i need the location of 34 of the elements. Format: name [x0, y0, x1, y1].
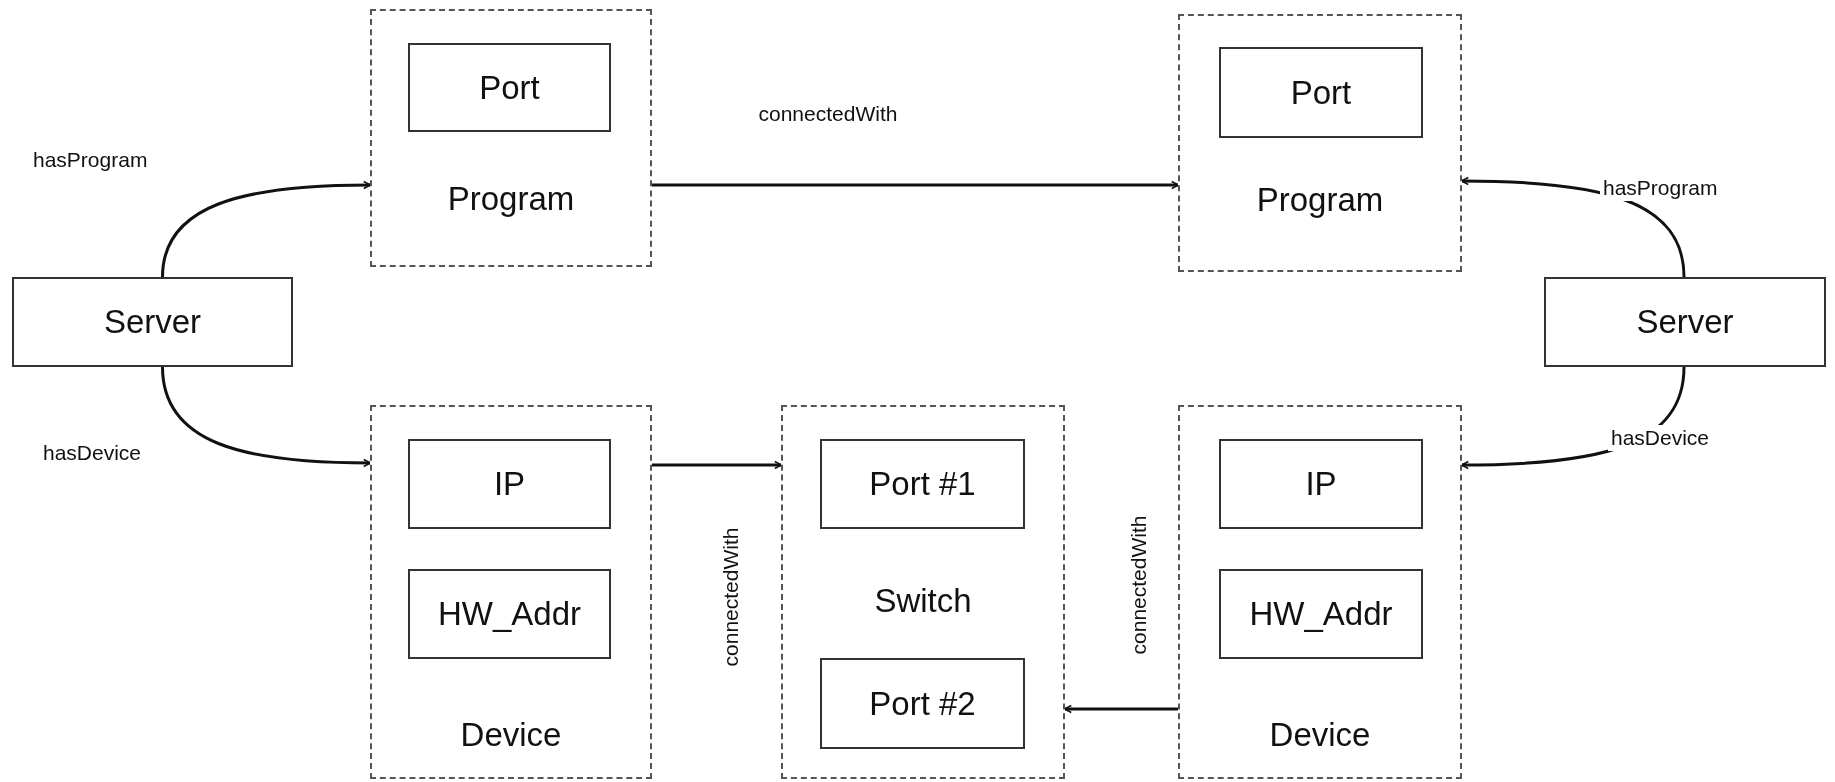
group-label: Switch	[873, 581, 973, 621]
group-container	[1178, 14, 1462, 272]
arrow	[652, 460, 783, 470]
entity-box	[820, 439, 1025, 529]
entity-box	[12, 277, 293, 367]
arrow	[161, 180, 372, 278]
entity-label: Server	[1636, 303, 1734, 341]
entity-box	[1219, 569, 1423, 659]
entity-box	[408, 569, 611, 659]
entity-box	[1219, 439, 1423, 529]
entity-label: Port #2	[869, 684, 976, 723]
entity-label: Port	[1290, 73, 1352, 112]
entity-box	[408, 439, 611, 529]
group-container	[370, 405, 652, 779]
entity-box	[408, 43, 611, 132]
entity-label: Port #1	[869, 465, 976, 503]
group-label: Device	[1268, 715, 1372, 755]
group-container	[1178, 405, 1462, 779]
arrow	[652, 180, 1180, 190]
group-label: Program	[1255, 180, 1385, 220]
entity-box	[1544, 277, 1826, 367]
entity-box	[820, 658, 1025, 749]
arrow	[161, 366, 372, 468]
entity-box	[1219, 47, 1423, 138]
entity-label: HW_Addr	[437, 595, 581, 633]
entity-label: Server	[103, 303, 202, 341]
entity-label: IP	[493, 465, 526, 503]
entity-label: IP	[1305, 465, 1337, 503]
entity-label: HW_Addr	[1249, 595, 1393, 633]
group-container	[370, 9, 652, 267]
group-container	[781, 405, 1065, 779]
group-label: Program	[446, 179, 576, 219]
group-label: Device	[459, 715, 563, 755]
entity-label: Port	[479, 68, 540, 107]
